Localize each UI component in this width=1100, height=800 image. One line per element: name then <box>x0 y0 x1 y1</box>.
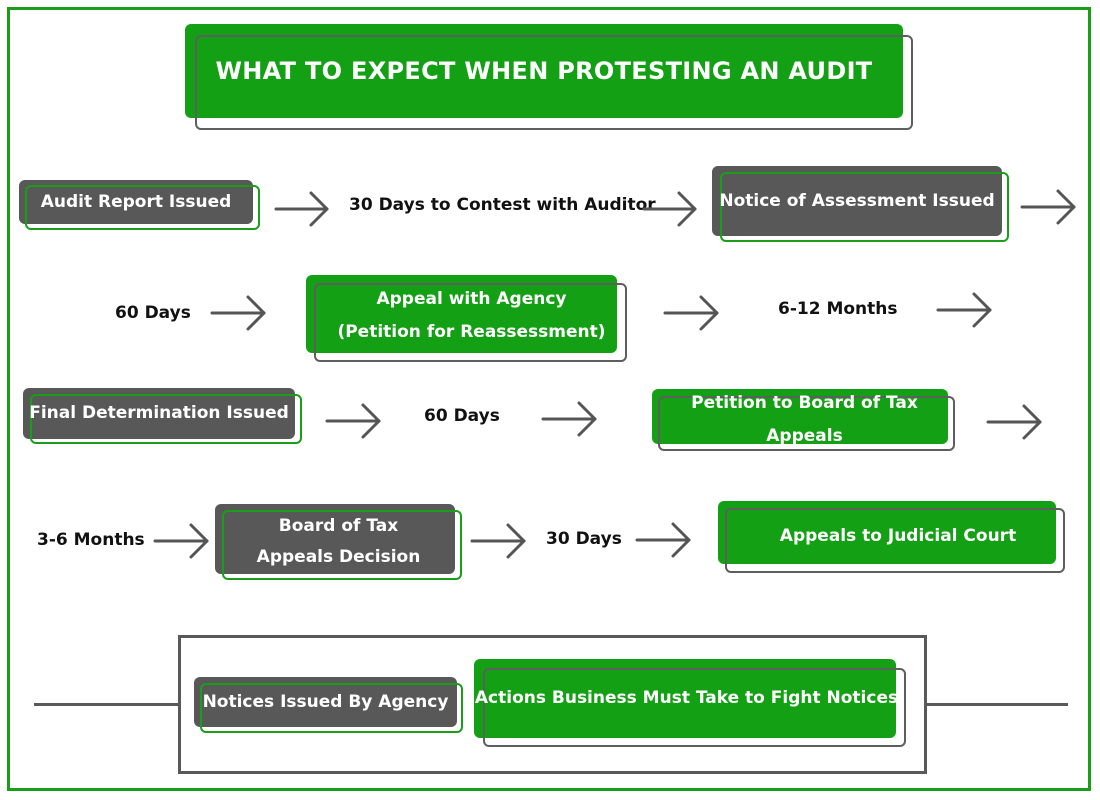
arrow-icon <box>1020 189 1076 225</box>
arrow-icon <box>470 523 526 559</box>
arrow-icon <box>663 295 719 331</box>
legend-frame <box>178 635 927 774</box>
arrow-icon <box>936 292 992 328</box>
sixty-days-text-2: 60 Days <box>424 406 500 426</box>
thirty-days-text: 30 Days <box>546 529 622 549</box>
arrow-icon <box>210 295 266 331</box>
notice-assessment-label: Notice of Assessment Issued <box>719 190 995 211</box>
outer-frame <box>7 7 1091 791</box>
arrow-icon <box>325 403 381 439</box>
arrow-icon <box>274 191 329 227</box>
legend-line-left <box>34 703 180 706</box>
three-six-months-text: 3-6 Months <box>37 530 145 550</box>
appeal-agency-label: Appeal with Agency (Petition for Reasses… <box>306 283 637 349</box>
appeal-agency-line2: (Petition for Reassessment) <box>337 322 606 342</box>
arrow-icon <box>635 522 691 558</box>
judicial-court-label: Appeals to Judicial Court <box>779 526 1017 546</box>
board-decision-line2: Appeals Decision <box>256 547 421 567</box>
audit-report-label: Audit Report Issued <box>40 191 232 212</box>
sixty-days-text-1: 60 Days <box>115 303 191 323</box>
page-title: WHAT TO EXPECT WHEN PROTESTING AN AUDIT <box>215 56 873 85</box>
board-decision-label: Board of Tax Appeals Decision <box>215 510 462 574</box>
legend-line-right <box>925 703 1068 706</box>
arrow-icon <box>642 191 697 227</box>
final-determination-label: Final Determination Issued <box>29 403 289 423</box>
arrow-icon <box>541 401 597 437</box>
arrow-icon <box>153 523 209 559</box>
appeal-agency-line1: Appeal with Agency <box>376 289 567 309</box>
legend-notices-label: Notices Issued By Agency <box>202 691 449 712</box>
legend-actions-label: Actions Business Must Take to Fight Noti… <box>474 688 899 708</box>
six-twelve-months-text: 6-12 Months <box>778 299 898 319</box>
arrow-icon <box>986 404 1042 440</box>
petition-board-label: Petition to Board of Tax Appeals <box>691 392 918 446</box>
board-decision-line1: Board of Tax <box>278 516 399 536</box>
contest-auditor-text: 30 Days to Contest with Auditor <box>349 195 656 215</box>
